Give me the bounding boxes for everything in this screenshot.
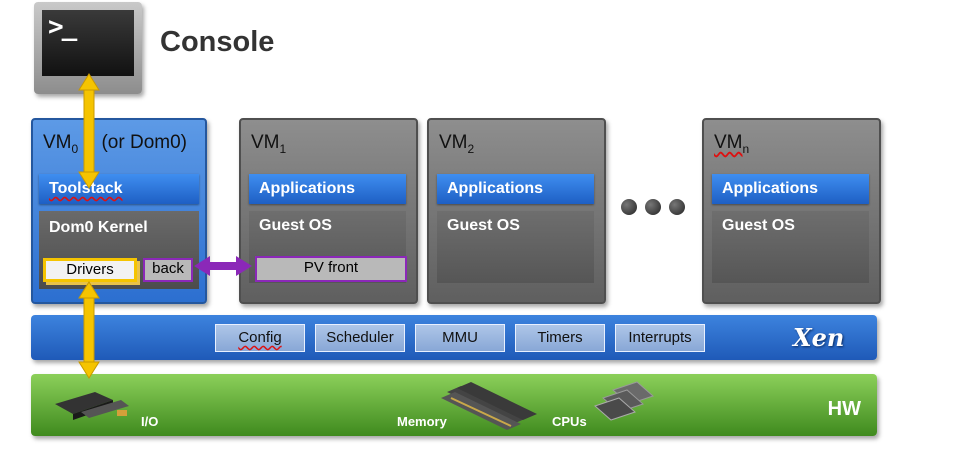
- vm2-applications: Applications: [437, 174, 594, 204]
- xen-timers: Timers: [515, 324, 605, 352]
- vmn-guest-os: Guest OS: [712, 211, 869, 283]
- hardware-bar: I/O Memory CPUs HW: [31, 374, 877, 436]
- cpus-icon: [594, 381, 654, 421]
- vmn-title: VMn: [714, 132, 750, 156]
- vm1-box: VM1 Applications Guest OS PV front: [239, 118, 418, 304]
- drivers-box: Drivers: [43, 258, 137, 282]
- io-label: I/O: [141, 414, 159, 429]
- vmn-applications: Applications: [712, 174, 869, 204]
- console-screen: >_: [42, 10, 134, 76]
- vm2-title: VM2: [439, 132, 475, 156]
- xen-scheduler: Scheduler: [315, 324, 405, 352]
- vm2-box: VM2 Applications Guest OS: [427, 118, 606, 304]
- vm0-title: VM0 (or Dom0): [43, 132, 187, 156]
- console-icon: >_: [34, 2, 142, 94]
- vm1-title: VM1: [251, 132, 287, 156]
- back-pvfront-arrow: [194, 256, 252, 276]
- vm1-applications: Applications: [249, 174, 406, 204]
- console-toolstack-arrow: [78, 73, 100, 189]
- xen-mmu: MMU: [415, 324, 505, 352]
- hw-label: HW: [827, 398, 861, 420]
- drivers-hw-arrow: [78, 281, 100, 379]
- cpus-label: CPUs: [552, 414, 587, 429]
- vm0-box: VM0 (or Dom0) Toolstack Dom0 Kernel Driv…: [31, 118, 207, 304]
- console-prompt: >_: [48, 12, 77, 42]
- vmn-box: VMn Applications Guest OS: [702, 118, 881, 304]
- memory-label: Memory: [397, 414, 447, 429]
- console-label: Console: [160, 26, 275, 58]
- back-box: back: [143, 258, 193, 282]
- xen-hypervisor-bar: Config Scheduler MMU Timers Interrupts X…: [31, 315, 877, 360]
- toolstack-bar: Toolstack: [39, 174, 199, 204]
- xen-config: Config: [215, 324, 305, 352]
- memory-icon: [441, 382, 537, 430]
- xen-interrupts: Interrupts: [615, 324, 705, 352]
- io-device-icon: [55, 392, 129, 420]
- vm2-guest-os: Guest OS: [437, 211, 594, 283]
- pv-front-box: PV front: [255, 256, 407, 282]
- xen-logo: Xen: [793, 323, 845, 352]
